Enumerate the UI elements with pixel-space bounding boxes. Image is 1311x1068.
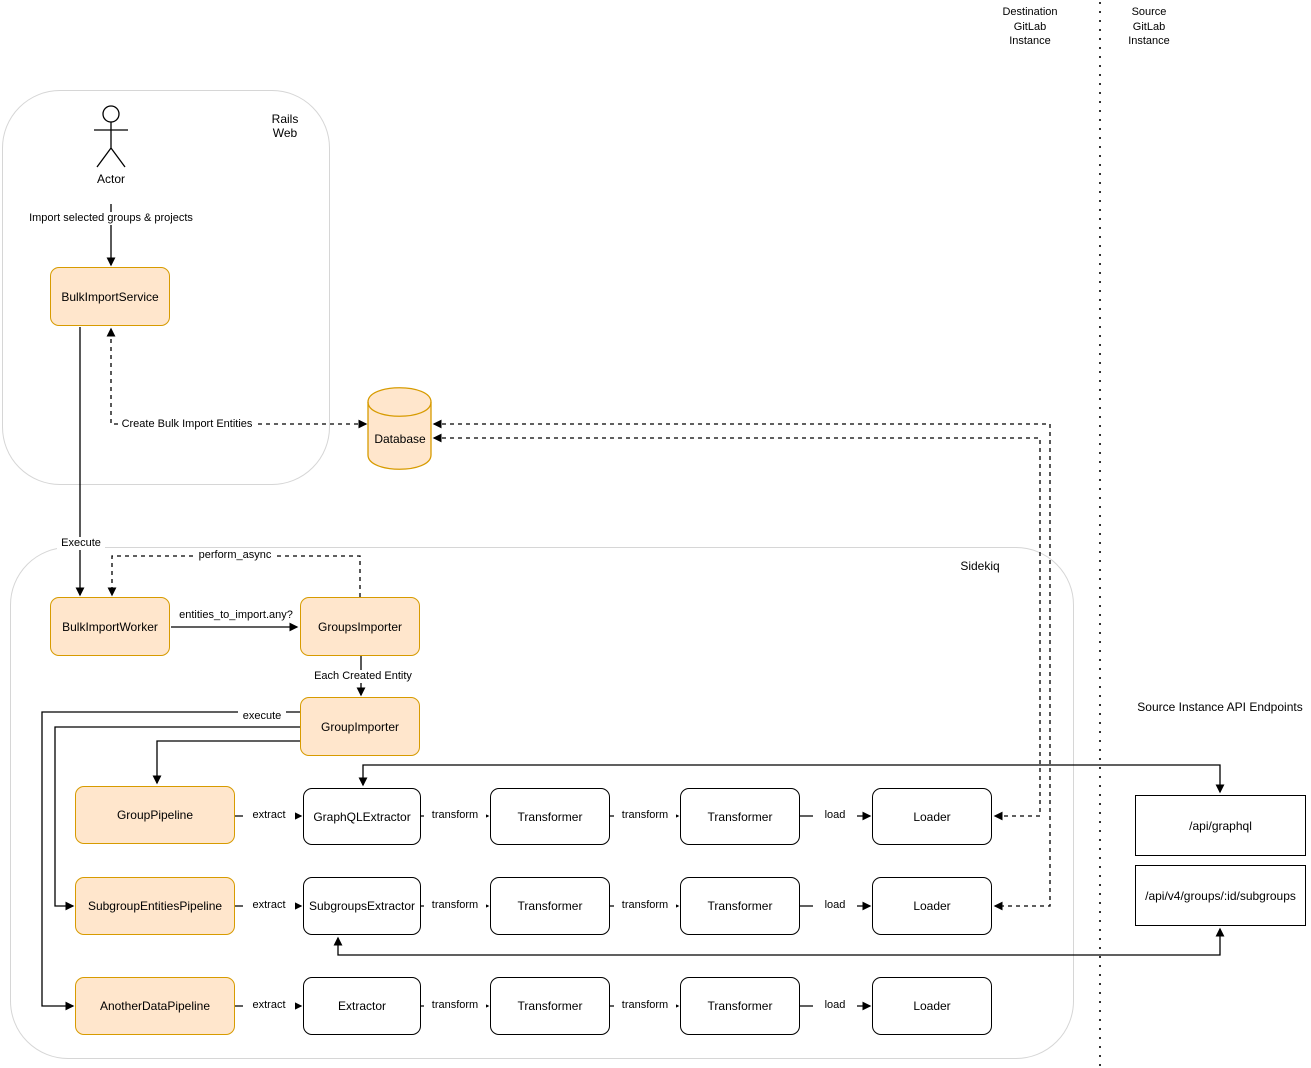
node-bulk-import-worker: BulkImportWorker xyxy=(50,597,170,656)
node-graphql-extractor: GraphQLExtractor xyxy=(303,788,421,845)
node-subgroup-entities-pipeline: SubgroupEntitiesPipeline xyxy=(75,877,235,935)
edge-database-loader1 xyxy=(432,433,1041,821)
lane-source-line2: GitLab xyxy=(1132,20,1166,33)
node-transformer-1b: Transformer xyxy=(680,788,800,845)
label-extract-1: extract xyxy=(243,809,295,822)
edge-execute-grouppipeline xyxy=(152,740,300,785)
edge-subgroups-endpoint xyxy=(333,927,1225,956)
label-transform-1b: transform xyxy=(614,809,676,822)
label-load-1: load xyxy=(813,809,857,822)
node-transformer-1a: Transformer xyxy=(490,788,610,845)
node-transformer-3b: Transformer xyxy=(680,977,800,1035)
label-each-created: Each Created Entity xyxy=(312,670,414,683)
node-another-data-pipeline: AnotherDataPipeline xyxy=(75,977,235,1035)
label-load-2: load xyxy=(813,899,857,912)
lane-source-line3: Instance xyxy=(1128,35,1170,47)
lane-destination-instance: Destination GitLab Instance xyxy=(985,5,1075,49)
rails-web-title-line2: Web xyxy=(272,126,298,140)
label-load-3: load xyxy=(813,999,857,1012)
rails-web-title: Rails Web xyxy=(255,112,315,140)
label-transform-3b: transform xyxy=(614,999,676,1012)
lane-destination-line2: GitLab xyxy=(1013,20,1047,33)
node-loader-1: Loader xyxy=(872,788,992,845)
node-loader-2: Loader xyxy=(872,877,992,935)
node-loader-3: Loader xyxy=(872,977,992,1035)
lane-source-line1: Source xyxy=(1131,6,1167,18)
label-create-entities: Create Bulk Import Entities xyxy=(118,418,256,431)
lane-source-instance: Source GitLab Instance xyxy=(1104,5,1194,49)
label-perform-async: perform_async xyxy=(194,549,276,562)
node-api-subgroups: /api/v4/groups/:id/subgroups xyxy=(1135,865,1306,926)
sidekiq-title: Sidekiq xyxy=(960,559,1000,573)
actor-label: Actor xyxy=(96,172,125,186)
actor-icon xyxy=(94,105,128,168)
label-extract-3: extract xyxy=(243,999,295,1012)
edge-database-loader2 xyxy=(432,419,1051,911)
node-extractor: Extractor xyxy=(303,977,421,1035)
label-import-selected: Import selected groups & projects xyxy=(27,212,195,225)
node-transformer-2a: Transformer xyxy=(490,877,610,935)
lane-destination-line3: Instance xyxy=(1009,35,1051,47)
label-transform-3a: transform xyxy=(424,999,486,1012)
node-transformer-3a: Transformer xyxy=(490,977,610,1035)
rails-web-title-line1: Rails xyxy=(271,112,299,126)
node-group-importer: GroupImporter xyxy=(300,697,420,756)
lane-destination-line1: Destination xyxy=(1002,6,1058,18)
edge-create-entities xyxy=(106,327,368,429)
label-transform-2a: transform xyxy=(424,899,486,912)
node-bulk-import-service: BulkImportService xyxy=(50,267,170,326)
label-extract-2: extract xyxy=(243,899,295,912)
label-execute-importer: execute xyxy=(238,710,286,723)
label-transform-2b: transform xyxy=(614,899,676,912)
database-cylinder xyxy=(367,387,432,470)
node-transformer-2b: Transformer xyxy=(680,877,800,935)
edge-perform-async xyxy=(107,555,361,597)
node-groups-importer: GroupsImporter xyxy=(300,597,420,656)
api-endpoints-title: Source Instance API Endpoints xyxy=(1137,700,1303,714)
rails-web-container xyxy=(2,90,330,485)
label-entities-any: entities_to_import.any? xyxy=(176,609,296,622)
node-group-pipeline: GroupPipeline xyxy=(75,786,235,844)
database-label: Database xyxy=(374,432,426,446)
label-execute-service: Execute xyxy=(57,537,105,550)
edge-execute-subgrouppipeline xyxy=(54,726,300,911)
node-api-graphql: /api/graphql xyxy=(1135,795,1306,856)
edge-execute-anotherdatapipeline xyxy=(41,711,300,1011)
node-subgroups-extractor: SubgroupsExtractor xyxy=(303,877,421,935)
label-transform-1a: transform xyxy=(424,809,486,822)
